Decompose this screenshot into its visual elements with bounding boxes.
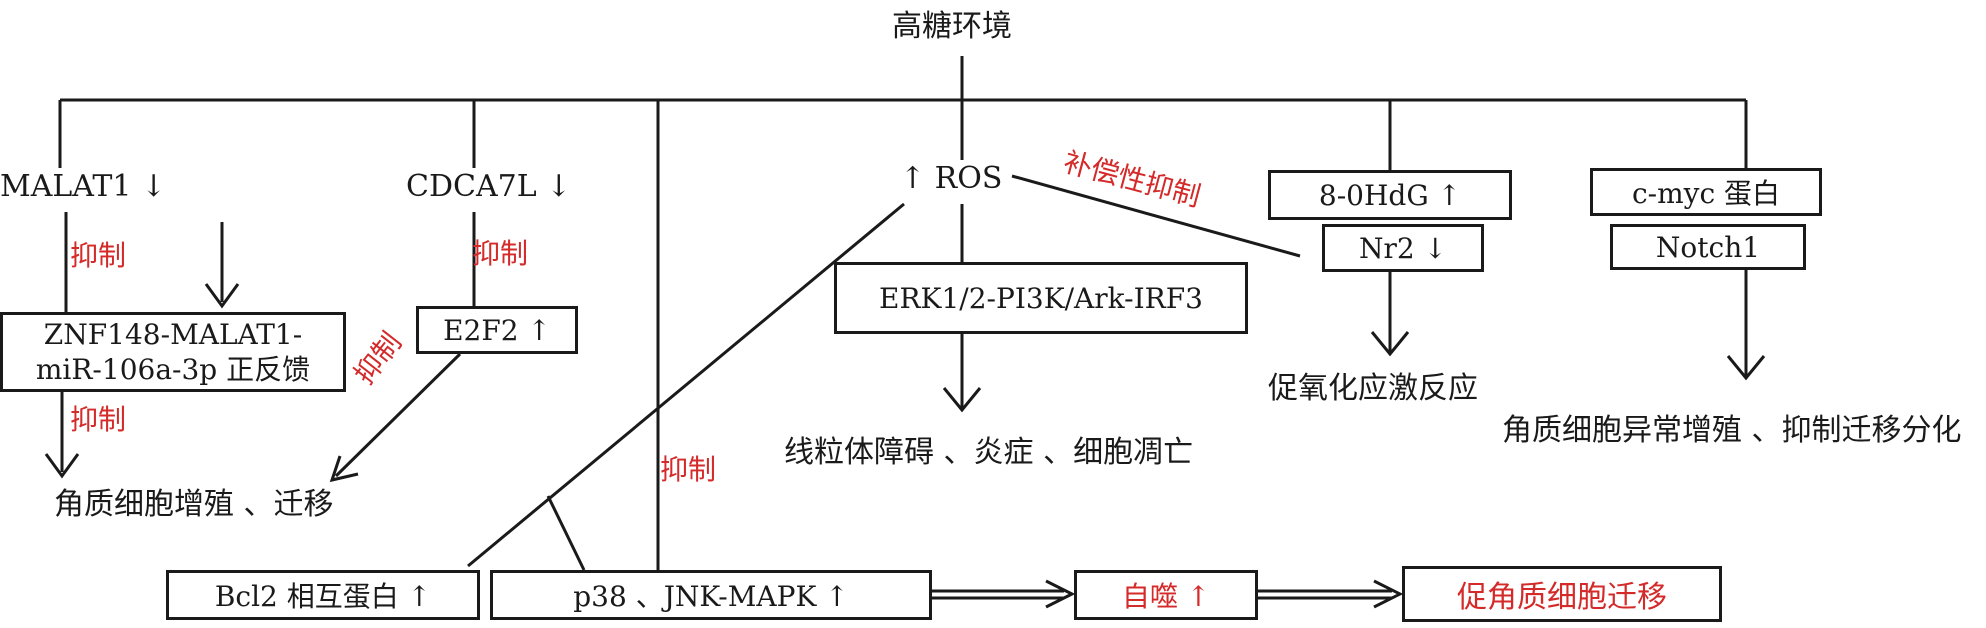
promote-migration-label: 促角质细胞迁移: [1457, 580, 1667, 615]
cmyc-label: c-myc 蛋白: [1631, 177, 1781, 210]
e2f2-to-outcome-head: [329, 455, 359, 483]
notch1-label: Notch1: [1655, 230, 1761, 264]
outcome-mito-inflammation-apoptosis: 线粒体障碍 、炎症 、细胞凋亡: [784, 435, 1194, 470]
inhibit-label-malat1: 抑制: [70, 239, 127, 272]
nr2-label: Nr2 ↓: [1358, 231, 1448, 265]
erk-box: ERK1/2-PI3K/Ark-IRF3: [834, 262, 1248, 334]
root-node: 高糖环境: [892, 9, 1012, 44]
ohdg-label: 8-0HdG ↑: [1318, 178, 1462, 212]
e2f2-label: E2F2 ↑: [443, 313, 551, 347]
promote-migration-box: 促角质细胞迁移: [1402, 566, 1722, 622]
nr2-to-oxidative-head: [1370, 331, 1410, 357]
autophagy-label: 自噬 ↑: [1121, 580, 1211, 613]
malat1-node: MALAT1 ↓: [0, 169, 167, 204]
znf-to-outcome-head: [44, 453, 80, 479]
outcome-proliferation-migration: 角质细胞增殖 、迁移: [54, 487, 334, 522]
outcome-abnormal-proliferation: 角质细胞异常增殖 、抑制迁移分化: [1502, 413, 1962, 448]
znf148-label-line1: ZNF148-MALAT1-: [43, 318, 303, 351]
autophagy-box: 自噬 ↑: [1074, 570, 1258, 620]
p38-box: p38 、JNK-MAPK ↑: [490, 570, 932, 620]
inhibit-label-cdca7l: 抑制: [472, 237, 529, 270]
e2f2-box: E2F2 ↑: [416, 306, 578, 354]
notch1-box: Notch1: [1610, 224, 1806, 270]
e2f2-to-outcome-shaft: [334, 352, 462, 478]
arrow-into-znf-head: [204, 283, 240, 309]
erk-label: ERK1/2-PI3K/Ark-IRF3: [879, 281, 1203, 315]
bcl2-box: Bcl2 相互蛋白 ↑: [166, 570, 480, 620]
notch1-to-abnormal-head: [1726, 355, 1766, 381]
outcome-oxidative-stress: 促氧化应激反应: [1268, 371, 1478, 406]
ros-node: ↑ ROS: [900, 161, 1003, 196]
autophagy-to-migration-head: [1373, 579, 1404, 609]
p38-to-autophagy-head: [1045, 579, 1076, 609]
cdca7l-node: CDCA7L ↓: [406, 169, 572, 204]
znf148-box: ZNF148-MALAT1- miR-106a-3p 正反馈: [0, 312, 346, 392]
nr2-box: Nr2 ↓: [1322, 224, 1484, 272]
cmyc-box: c-myc 蛋白: [1590, 168, 1822, 216]
inhibit-label-p38: 抑制: [660, 453, 717, 486]
erk-to-mito-head: [942, 387, 982, 413]
compensatory-inhibit-line: [1011, 174, 1301, 258]
ros-to-p38-fork: [546, 495, 586, 571]
inhibit-label-znf: 抑制: [70, 403, 127, 436]
znf148-label-line2: miR-106a-3p 正反馈: [35, 353, 311, 386]
bcl2-label: Bcl2 相互蛋白 ↑: [214, 580, 432, 613]
p38-label: p38 、JNK-MAPK ↑: [573, 580, 849, 613]
ohdg-box: 8-0HdG ↑: [1268, 170, 1512, 220]
ros-to-bcl2-line: [467, 202, 905, 568]
